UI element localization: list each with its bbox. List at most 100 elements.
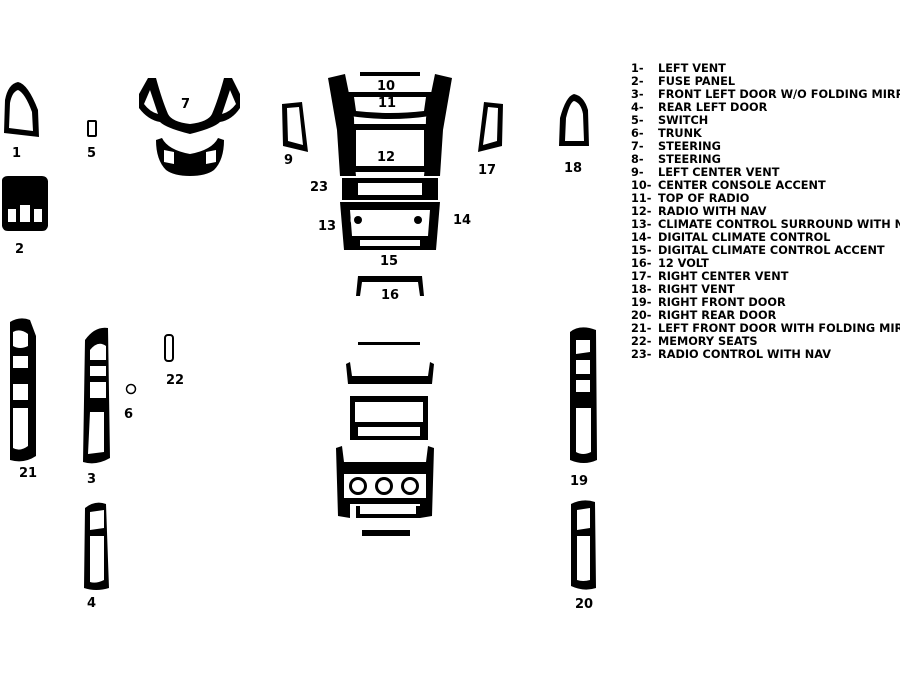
part-label-19: 19 bbox=[570, 474, 589, 489]
legend-item: 22-MEMORY SEATS bbox=[631, 335, 900, 348]
part-16-12-volt bbox=[356, 276, 424, 296]
part-13-climate-control-surround-lower bbox=[336, 446, 434, 518]
legend-number: 20- bbox=[631, 309, 652, 322]
legend-number: 19- bbox=[631, 296, 652, 309]
part-label-4: 4 bbox=[87, 596, 97, 611]
legend-item: 2-FUSE PANEL bbox=[631, 75, 900, 88]
legend-number: 10- bbox=[631, 179, 652, 192]
legend-text: 12 VOLT bbox=[658, 257, 709, 270]
legend-item: 9- LEFT CENTER VENT bbox=[631, 166, 900, 179]
legend-number: 21- bbox=[631, 322, 652, 335]
legend-item: 15- DIGITAL CLIMATE CONTROL ACCENT bbox=[631, 244, 900, 257]
legend-item: 23-RADIO CONTROL WITH NAV bbox=[631, 348, 900, 361]
legend-number: 5- bbox=[631, 114, 644, 127]
legend-number: 4- bbox=[631, 101, 644, 114]
part-21-left-front-door bbox=[10, 318, 36, 462]
legend-text: CLIMATE CONTROL SURROUND WITH NAV bbox=[658, 218, 900, 231]
legend-number: 17- bbox=[631, 270, 652, 283]
parts-legend: 1- LEFT VENT 2-FUSE PANEL 3- FRONT LEFT DO… bbox=[631, 62, 900, 361]
legend-item: 16- 12 VOLT bbox=[631, 257, 900, 270]
legend-item: 7-STEERING bbox=[631, 140, 900, 153]
legend-item: 10- CENTER CONSOLE ACCENT bbox=[631, 179, 900, 192]
legend-text: STEERING bbox=[658, 153, 721, 166]
part-14-digital-climate-control bbox=[350, 212, 426, 228]
part-12-radio-with-nav bbox=[350, 124, 430, 172]
legend-text: LEFT VENT bbox=[658, 62, 726, 75]
legend-text: DIGITAL CLIMATE CONTROL bbox=[658, 231, 831, 244]
legend-number: 12- bbox=[631, 205, 652, 218]
legend-item: 19- RIGHT FRONT DOOR bbox=[631, 296, 900, 309]
part-label-16: 16 bbox=[381, 288, 400, 303]
part-10-center-console-accent bbox=[360, 72, 420, 76]
legend-item: 6-TRUNK bbox=[631, 127, 900, 140]
legend-number: 15- bbox=[631, 244, 652, 257]
part-label-18: 18 bbox=[564, 161, 583, 176]
part-label-21: 21 bbox=[19, 466, 38, 481]
part-19-right-front-door bbox=[570, 327, 597, 463]
part-11-top-of-radio-lower bbox=[346, 362, 434, 384]
legend-text: FUSE PANEL bbox=[658, 75, 736, 88]
legend-number: 23- bbox=[631, 348, 652, 361]
legend-item: 17- RIGHT CENTER VENT bbox=[631, 270, 900, 283]
legend-text: RIGHT REAR DOOR bbox=[658, 309, 777, 322]
part-20-right-rear-door bbox=[571, 500, 596, 590]
legend-text: RIGHT CENTER VENT bbox=[658, 270, 789, 283]
legend-item: 3- FRONT LEFT DOOR W/O FOLDING MIRROR bbox=[631, 88, 900, 101]
legend-number: 11- bbox=[631, 192, 652, 205]
part-22-memory-seats bbox=[164, 334, 174, 362]
legend-item: 11- TOP OF RADIO bbox=[631, 192, 900, 205]
legend-text: TOP OF RADIO bbox=[658, 192, 750, 205]
part-10-center-console-accent-lower bbox=[358, 342, 420, 345]
part-label-5: 5 bbox=[87, 146, 97, 161]
legend-item: 14- DIGITAL CLIMATE CONTROL bbox=[631, 231, 900, 244]
legend-number: 16- bbox=[631, 257, 652, 270]
legend-text: DIGITAL CLIMATE CONTROL ACCENT bbox=[658, 244, 885, 257]
legend-text: RIGHT FRONT DOOR bbox=[658, 296, 786, 309]
legend-number: 13- bbox=[631, 218, 652, 231]
legend-number: 18- bbox=[631, 283, 652, 296]
part-12-radio-with-nav-lower bbox=[350, 396, 428, 440]
part-23-radio-control-strip bbox=[342, 178, 438, 200]
part-label-3: 3 bbox=[87, 472, 97, 487]
legend-number: 9- bbox=[631, 166, 644, 179]
legend-number: 7- bbox=[631, 140, 644, 153]
legend-number: 14- bbox=[631, 231, 652, 244]
legend-item: 12- RADIO WITH NAV bbox=[631, 205, 900, 218]
legend-text: CENTER CONSOLE ACCENT bbox=[658, 179, 826, 192]
part-8-steering bbox=[156, 138, 224, 176]
legend-number: 22- bbox=[631, 335, 652, 348]
legend-text: RADIO WITH NAV bbox=[658, 205, 767, 218]
part-17-right-center-vent bbox=[478, 102, 503, 152]
parts-diagram bbox=[2, 72, 597, 590]
legend-text: LEFT FRONT DOOR WITH FOLDING MIRROR bbox=[658, 322, 900, 335]
legend-item: 5-SWITCH bbox=[631, 114, 900, 127]
part-label-20: 20 bbox=[575, 597, 594, 612]
part-18-right-vent bbox=[559, 94, 589, 146]
part-label-7: 7 bbox=[181, 97, 191, 112]
legend-text: REAR LEFT DOOR bbox=[658, 101, 768, 114]
part-label-6: 6 bbox=[124, 407, 134, 422]
part-5-switch bbox=[87, 120, 97, 137]
legend-number: 3- bbox=[631, 88, 644, 101]
part-label-12: 12 bbox=[377, 150, 396, 165]
part-16-12-volt-lower bbox=[362, 530, 410, 536]
legend-item: 8-STEERING bbox=[631, 153, 900, 166]
legend-number: 6- bbox=[631, 127, 644, 140]
part-4-rear-left-door bbox=[84, 502, 109, 590]
legend-number: 1- bbox=[631, 62, 644, 75]
legend-item: 1- LEFT VENT bbox=[631, 62, 900, 75]
legend-text: FRONT LEFT DOOR W/O FOLDING MIRROR bbox=[658, 88, 900, 101]
part-1-left-vent bbox=[4, 82, 39, 137]
legend-item: 20- RIGHT REAR DOOR bbox=[631, 309, 900, 322]
part-label-9: 9 bbox=[284, 153, 294, 168]
part-label-15: 15 bbox=[380, 254, 399, 269]
part-label-23: 23 bbox=[310, 180, 329, 195]
legend-item: 18- RIGHT VENT bbox=[631, 283, 900, 296]
part-label-14: 14 bbox=[453, 213, 472, 228]
part-2-fuse-panel bbox=[2, 176, 48, 231]
legend-text: LEFT CENTER VENT bbox=[658, 166, 780, 179]
part-6-trunk bbox=[125, 383, 137, 395]
legend-text: RIGHT VENT bbox=[658, 283, 735, 296]
part-label-10: 10 bbox=[377, 79, 396, 94]
part-11-top-of-radio bbox=[348, 92, 432, 119]
